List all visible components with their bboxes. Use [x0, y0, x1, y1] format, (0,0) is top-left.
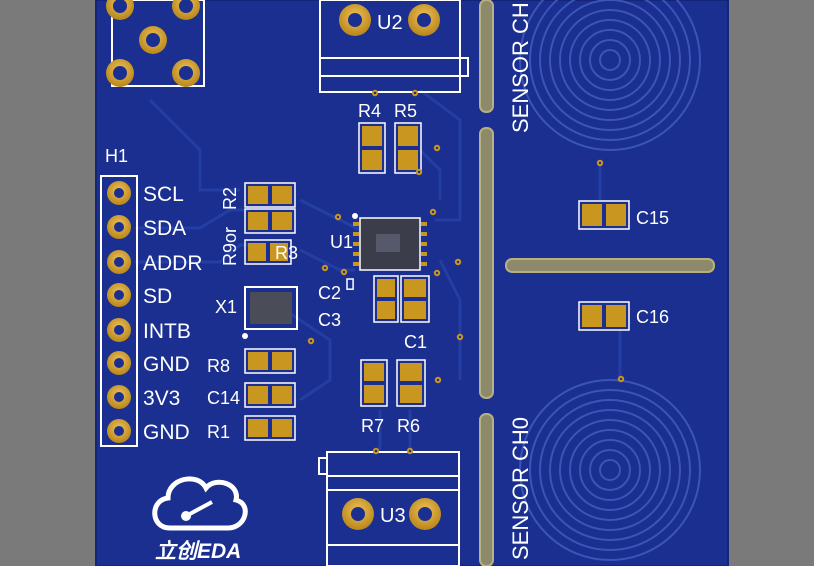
via [429, 208, 437, 216]
header-pin [107, 318, 131, 342]
cloud-icon [152, 476, 248, 531]
pads-r3 [244, 239, 292, 265]
component-x1: X1 [215, 286, 298, 339]
logo-text: 立创EDA [155, 539, 241, 563]
label-x1: X1 [215, 297, 237, 317]
label-c2: C2 [318, 283, 341, 303]
pads-r2 [244, 182, 296, 208]
pin-label: INTB [143, 320, 191, 343]
via [456, 333, 464, 341]
connector-top-left [106, 0, 205, 87]
pads-c14 [244, 382, 296, 408]
pin-label: SCL [143, 183, 184, 206]
pads-c1 [400, 275, 430, 323]
label-r2: R2 [220, 187, 240, 210]
label-c15: C15 [636, 208, 669, 228]
label-r5: R5 [394, 101, 417, 121]
header-pin [107, 181, 131, 205]
via [406, 447, 414, 455]
header-pin [107, 385, 131, 409]
pin-label: SDA [143, 217, 186, 240]
pin-label: 3V3 [143, 387, 180, 410]
component-u2: U2 [319, 0, 469, 93]
label-r3: R3 [275, 243, 298, 263]
pads-c15 [578, 200, 630, 230]
smd-pads [244, 89, 630, 455]
pin-label: GND [143, 353, 190, 376]
pin-label: SD [143, 285, 172, 308]
via [434, 376, 442, 384]
via [617, 375, 625, 383]
pads-r9 [244, 208, 296, 234]
via [454, 258, 462, 266]
pin-label: ADDR [143, 252, 203, 275]
pads-r8 [244, 348, 296, 374]
via [372, 447, 380, 455]
label-r1: R1 [207, 422, 230, 442]
label-r6: R6 [397, 416, 420, 436]
u1-pins [353, 222, 427, 266]
pads-r1 [244, 415, 296, 441]
sensor-label-bottom: SENSOR CH0 [508, 417, 533, 560]
header-pin [107, 351, 131, 375]
label-c1: C1 [404, 332, 427, 352]
designator-labels: R4 R5 R2 R9or R3 C2 C3 C1 R8 C14 R1 R7 R… [207, 101, 669, 442]
pads-r4 [358, 122, 386, 174]
via [596, 159, 604, 167]
via [411, 89, 419, 97]
header-h1 [100, 175, 138, 447]
header-pin [107, 283, 131, 307]
label-u3: U3 [380, 505, 406, 527]
label-u2: U2 [377, 12, 403, 34]
label-u1: U1 [330, 232, 353, 252]
sensor-coil-bottom [519, 379, 701, 561]
via [321, 264, 329, 272]
component-u3: U3 [318, 451, 460, 566]
pads-r6 [396, 359, 426, 407]
pads-c3-hidden [346, 278, 354, 290]
via [334, 213, 342, 221]
lceda-logo: 立创EDA [152, 476, 248, 563]
header-pin [107, 419, 131, 443]
pin-label: GND [143, 421, 190, 444]
header-pin [107, 250, 131, 274]
via [415, 168, 423, 176]
sensor-coil-top [519, 0, 701, 151]
via [307, 337, 315, 345]
label-r7: R7 [361, 416, 384, 436]
component-u1: U1 [330, 213, 421, 271]
label-c16: C16 [636, 307, 669, 327]
label-r8: R8 [207, 356, 230, 376]
copper-traces [135, 88, 622, 450]
sensor-label-top: SENSOR CH [508, 2, 533, 133]
pads-c16 [578, 301, 630, 331]
via [433, 144, 441, 152]
header-pin [107, 215, 131, 239]
via [371, 89, 379, 97]
label-r4: R4 [358, 101, 381, 121]
pads-r5 [394, 122, 422, 174]
pads-c2 [373, 275, 399, 323]
via [433, 269, 441, 277]
label-c3: C3 [318, 310, 341, 330]
label-c14: C14 [207, 388, 240, 408]
board-slots [479, 0, 715, 566]
label-r9: R9or [220, 227, 240, 266]
header-label: H1 [105, 146, 128, 166]
via [340, 268, 348, 276]
pads-r7 [360, 359, 388, 407]
